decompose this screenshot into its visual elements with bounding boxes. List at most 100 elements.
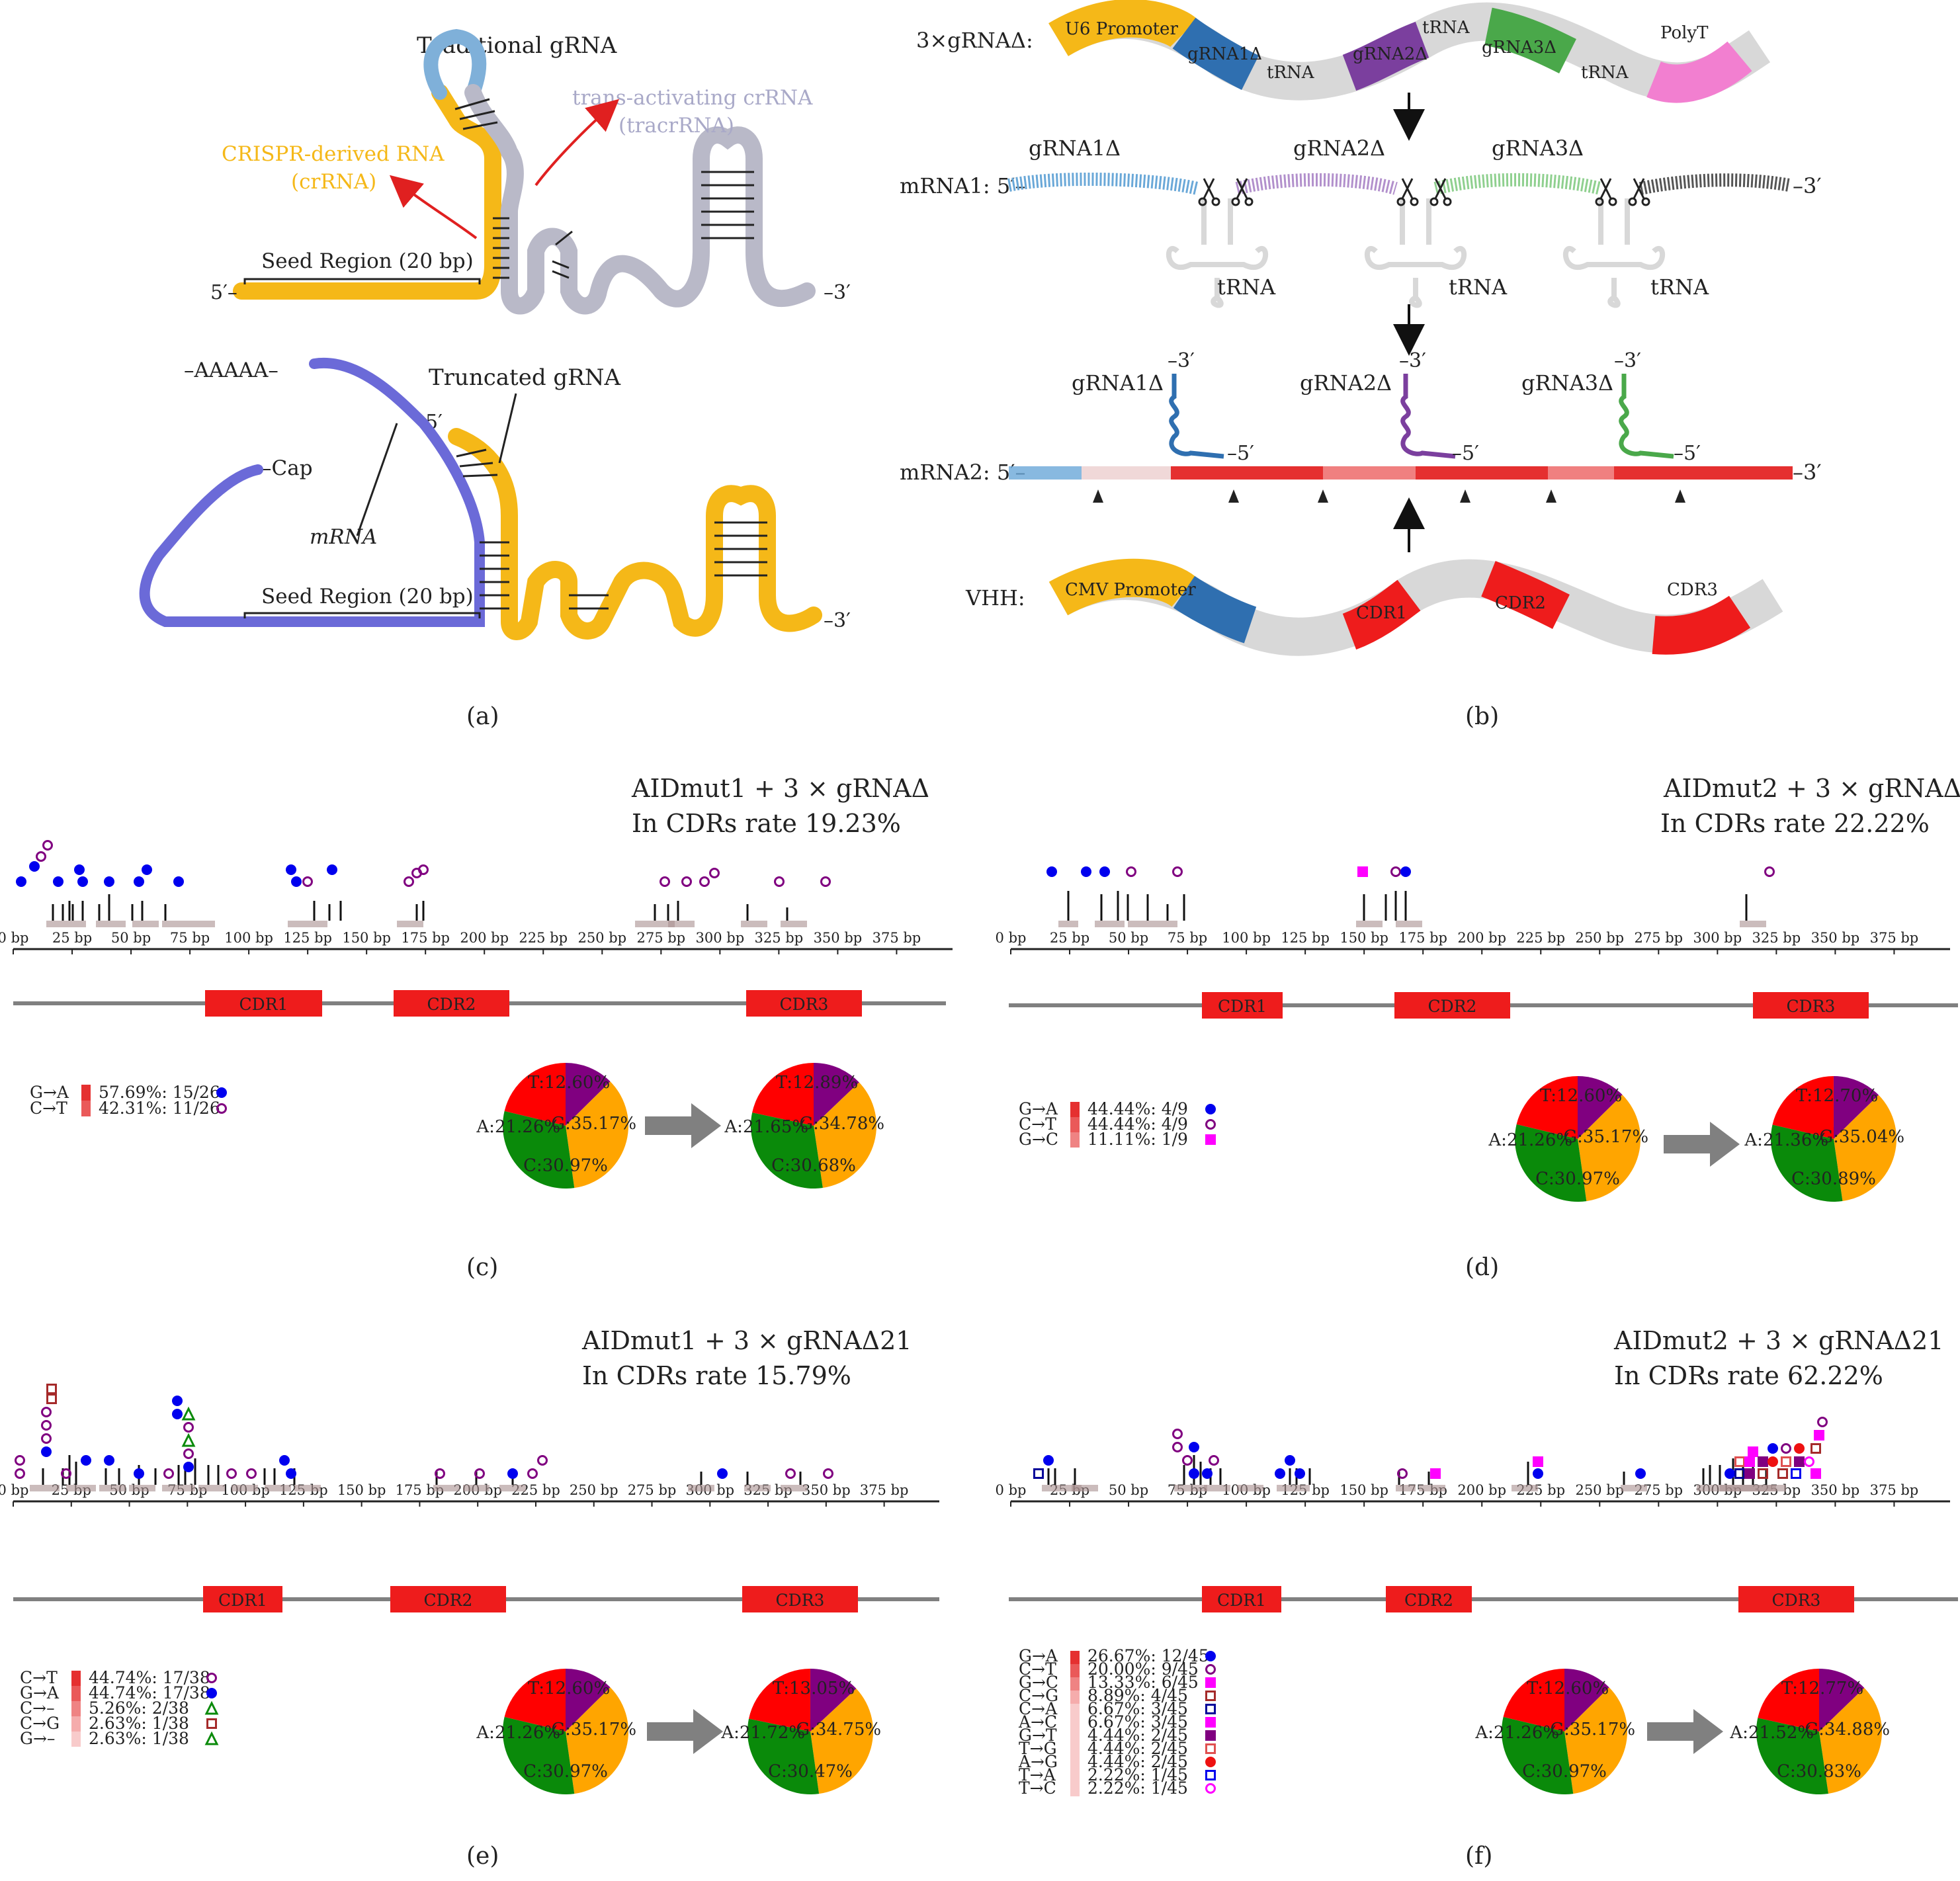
c-heat-bar	[635, 921, 675, 927]
polyt-label: PolyT	[1660, 23, 1709, 43]
e-legend-bar	[71, 1686, 81, 1701]
f-pie-before-label-A: A:21.26%	[1474, 1723, 1559, 1743]
d-pie-after-slice-A	[1772, 1076, 1834, 1139]
seed-bracket-top	[243, 278, 481, 284]
panel-f-label: (f)	[1465, 1843, 1492, 1870]
e-mutation-marker	[41, 1407, 52, 1417]
panel-c: AIDmut1 + 3 × gRNAΔ In CDRs rate 19.23% …	[0, 774, 953, 1281]
f-pie-after-label-A: A:21.52%	[1729, 1723, 1814, 1743]
e-legend-mut: G→–	[20, 1729, 55, 1748]
e-heat-bar	[744, 1485, 771, 1491]
d-axis-tick-label: 325 bp	[1752, 930, 1801, 946]
f-pie-before-slice-T	[1564, 1669, 1609, 1732]
mrna1-green	[1433, 173, 1603, 195]
c-mutation-marker	[134, 876, 144, 887]
panel-f: AIDmut2 + 3 × gRNAΔ21 In CDRs rate 62.22…	[996, 1326, 1958, 1870]
f-legend-text: 2.22%: 1/45	[1087, 1765, 1188, 1784]
d-pie-after-label-T: T:12.70%	[1796, 1086, 1878, 1106]
f-heat-bar	[1042, 1485, 1082, 1491]
f-axis-tick-label: 250 bp	[1575, 1482, 1624, 1498]
c-pie-after-slice-G	[814, 1082, 876, 1188]
scissors-icons	[1198, 178, 1650, 206]
e-legend-marker	[204, 1731, 219, 1745]
f-cdr-label-2: CDR2	[1404, 1591, 1453, 1610]
mrna1-blue	[1007, 172, 1199, 195]
f-legend-text: 8.89%: 4/45	[1087, 1686, 1188, 1705]
c-mutation-marker	[142, 864, 152, 875]
d-mutation-marker	[1357, 866, 1368, 877]
f-heat-bar	[1396, 1485, 1416, 1491]
trna-cloverleafs	[1166, 198, 1666, 308]
f-mutation-marker	[1758, 1468, 1768, 1479]
d-mutation-marker	[1046, 866, 1057, 877]
mrna2-blue-part	[1009, 466, 1082, 480]
polya-label: –AAAAA–	[184, 358, 278, 382]
f-mutation-marker	[1043, 1455, 1054, 1466]
d-axis-tick-label: 75 bp	[1168, 930, 1207, 946]
panel-e-label: (e)	[466, 1843, 499, 1870]
f-heat-bar	[1419, 1485, 1445, 1491]
e-transition-arrow	[647, 1709, 723, 1754]
e-axis-tick-label: 250 bp	[570, 1482, 618, 1498]
grna1-label: gRNA1Δ	[1187, 44, 1262, 64]
f-legend-mut: T→C	[1019, 1778, 1056, 1798]
c-cdr-box-3	[746, 990, 862, 1017]
e-legend-mut: G→A	[20, 1683, 60, 1702]
e-mutation-marker	[15, 1468, 25, 1479]
f-axis-tick-label: 200 bp	[1457, 1482, 1506, 1498]
c-pie-before-label-T: T:12.60%	[528, 1073, 610, 1093]
d-pie-before-slice-T	[1578, 1076, 1623, 1139]
panel-c-rate: In CDRs rate 19.23%	[632, 809, 901, 838]
e-pie-before-label-T: T:12.60%	[528, 1679, 610, 1698]
e-mutation-marker	[46, 1394, 57, 1404]
d-pie-before-slice-G	[1578, 1095, 1640, 1202]
mrna2-red-dashes	[1171, 466, 1793, 480]
e-legend-text: 2.63%: 1/38	[89, 1729, 189, 1748]
trna-label-5: tRNA	[1449, 274, 1508, 300]
c-pie-after-slice-C	[751, 1112, 823, 1189]
e-mutation-marker	[183, 1422, 194, 1433]
f-legend-marker	[1205, 1770, 1216, 1780]
f-axis-tick-label: 150 bp	[1340, 1482, 1388, 1498]
e-legend-bar	[71, 1671, 81, 1686]
c-mutation-marker	[36, 851, 46, 862]
trna-label-1: tRNA	[1267, 63, 1315, 83]
trna-label-4: tRNA	[1217, 274, 1276, 300]
e-heat-bar	[688, 1485, 714, 1491]
c-axis-tick-label: 75 bp	[170, 930, 210, 946]
grna2-segment	[1342, 21, 1429, 91]
c-mutation-marker	[774, 876, 785, 887]
e-mutation-marker	[181, 1406, 196, 1421]
bound-grna3-label: gRNA3Δ	[1521, 370, 1613, 396]
c-pie-before-slice-C	[503, 1110, 575, 1189]
truncated-base-pairs	[456, 448, 767, 610]
d-axis-tick-label: 200 bp	[1457, 930, 1506, 946]
e-heat-bar	[433, 1485, 460, 1491]
e-legend-bar	[71, 1716, 81, 1732]
panel-d: AIDmut2 + 3 × gRNAΔ In CDRs rate 22.22% …	[996, 774, 1960, 1281]
e-heat-bar	[66, 1485, 96, 1491]
e-heat-bar	[463, 1485, 490, 1491]
e-heat-bar	[198, 1485, 225, 1491]
c-pie-after-label-A: A:21.65%	[724, 1117, 808, 1137]
e-mutation-marker	[104, 1455, 114, 1466]
e-mutation-marker	[81, 1455, 91, 1466]
panel-b-label: (b)	[1465, 703, 1499, 730]
f-cdr-box-1	[1202, 1586, 1281, 1612]
truncated-pointer	[498, 393, 517, 464]
f-mutation-marker	[1794, 1443, 1805, 1454]
f-heat-bar	[1277, 1485, 1310, 1491]
c-axis-tick-label: 250 bp	[577, 930, 626, 946]
d-axis-tick-label: 250 bp	[1575, 930, 1624, 946]
e-mutation-marker	[46, 1384, 57, 1394]
c-pie-after-label-C: C:30.68%	[771, 1155, 856, 1175]
f-pie-after-label-C: C:30.83%	[1777, 1761, 1861, 1781]
f-mutation-marker	[1725, 1468, 1735, 1479]
f-legend-text: 4.44%: 2/45	[1087, 1739, 1188, 1758]
d-pie-before-label-T: T:12.60%	[1540, 1086, 1622, 1106]
grna2-label: gRNA2Δ	[1353, 44, 1427, 64]
e-cdr-box-2	[390, 1586, 506, 1612]
e-heat-bar	[162, 1485, 195, 1491]
f-heat-bar	[1204, 1485, 1230, 1491]
